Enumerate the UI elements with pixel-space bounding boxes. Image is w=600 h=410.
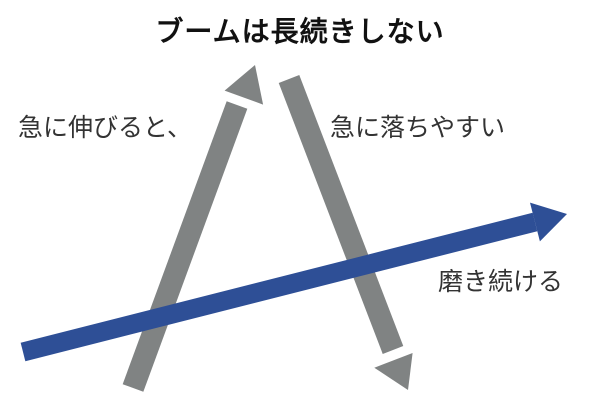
polishing-arrow-shaft [20, 212, 538, 362]
polishing-arrow [20, 202, 567, 362]
rising-arrow-shaft [122, 101, 248, 392]
fall-label: 急に落ちやすい [330, 113, 506, 142]
polishing-arrow-head [530, 202, 567, 242]
diagram-title: ブームは長続きしない [155, 15, 445, 48]
falling-arrow [278, 75, 413, 390]
rising-arrow [122, 65, 264, 392]
rising-arrow-head [224, 65, 264, 105]
falling-arrow-shaft [278, 75, 404, 354]
rise-label: 急に伸びると、 [18, 113, 193, 142]
polish-label: 磨き続ける [438, 267, 564, 296]
falling-arrow-head [374, 353, 413, 390]
